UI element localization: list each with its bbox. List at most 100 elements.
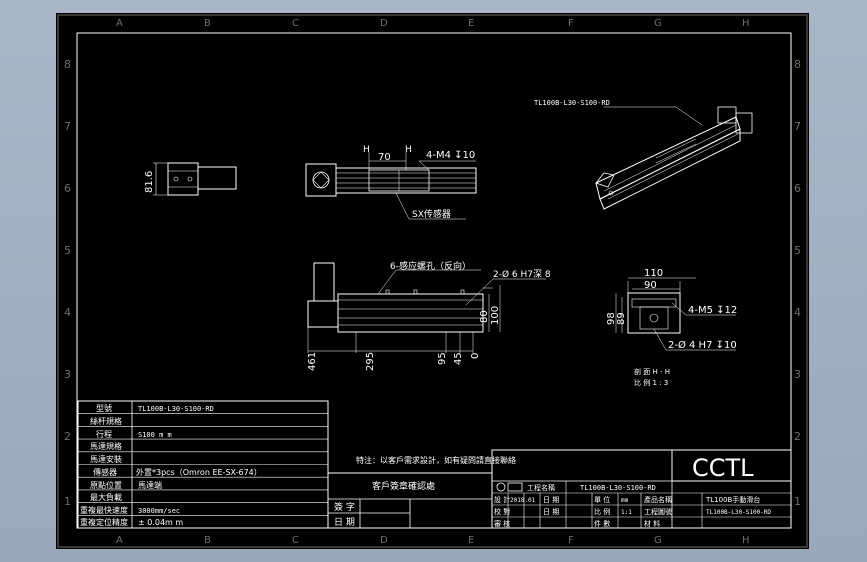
grid-row-left: 1: [64, 495, 71, 508]
spec-row-value: ± 0.04m m: [138, 518, 183, 527]
section-view-dim-89: 89: [616, 312, 627, 325]
inner-border: [76, 32, 792, 529]
outer-border: [57, 14, 808, 548]
material-label: 材 料: [644, 519, 660, 528]
front-view-dim-0: 0: [470, 353, 481, 359]
top-view-end-plate: [305, 163, 337, 197]
grid-row-left: 6: [64, 182, 71, 195]
product-value: TL100B手動滑台: [705, 495, 760, 504]
drawing-no-label: 工程圖號: [644, 507, 672, 516]
title-block-mark-icon: [496, 482, 523, 492]
front-view[interactable]: 6-感应螺孔（反向） 2-Ø 6 H7深 8 80 100 461 295 95…: [307, 260, 551, 371]
spec-row-label: 馬達規格: [90, 441, 122, 451]
date-label: 日 期: [334, 517, 355, 528]
grid-row-left: 2: [64, 430, 71, 443]
spec-row-label: 原點位置: [90, 480, 122, 490]
top-view-dim-70: 70: [378, 152, 391, 163]
grid-col-top: E: [468, 18, 474, 29]
front-view-dim-100: 100: [490, 306, 501, 325]
grid-col-bottom: B: [204, 535, 211, 546]
qty-label: 件 數: [594, 519, 610, 528]
grid-col-bottom: C: [292, 535, 299, 546]
grid-col-bottom: G: [654, 535, 662, 546]
grid-row-right: 5: [794, 244, 801, 257]
section-view-profile: [627, 292, 681, 334]
top-view[interactable]: H 70 H 4-M4 ↧10 SX传感器: [305, 145, 477, 220]
grid-row-right: 4: [794, 306, 801, 319]
end-view-body: [167, 162, 199, 196]
product-label: 產品名稱: [644, 495, 672, 504]
end-view[interactable]: 81.6: [144, 162, 237, 196]
front-view-dim-45: 45: [453, 352, 464, 365]
top-view-section-mark-left: H: [363, 145, 370, 155]
top-view-sensor-callout: SX传感器: [412, 208, 451, 220]
customer-box-title: 客戶簽章確認處: [372, 480, 435, 492]
section-view-dim-110: 110: [644, 268, 663, 279]
section-view-caption: 剖 面 H - H: [634, 367, 670, 376]
sign-label: 簽 字: [334, 501, 355, 513]
grid-row-right: 7: [794, 120, 801, 133]
grid-row-left: 3: [64, 368, 71, 381]
design-label: 設 計: [494, 495, 510, 504]
iso-view-label: TL100B-L30-S100-RD: [534, 99, 610, 107]
iso-view[interactable]: TL100B-L30-S100-RD: [534, 99, 753, 210]
spec-row-label: 行程: [96, 429, 112, 439]
grid-col-bottom: A: [116, 535, 123, 546]
section-view[interactable]: 110 90 98 89 4-M5 ↧12 2-Ø 4 H7 ↧10 剖 面 H…: [606, 268, 737, 387]
spec-row-label: 絲杆規格: [90, 416, 122, 426]
part-number: TL100B-L30-S100-RD: [706, 509, 771, 516]
end-view-motor: [197, 166, 237, 190]
project-value: TL100B-L30-S100-RD: [580, 484, 656, 492]
grid-col-bottom: E: [468, 535, 474, 546]
company-logo: CCTL: [692, 454, 754, 482]
section-view-dim-90: 90: [644, 280, 657, 291]
scale-value: 1:1: [621, 509, 632, 516]
section-view-pin-callout: 2-Ø 4 H7 ↧10: [668, 339, 737, 351]
section-view-dim-98: 98: [606, 312, 617, 325]
project-label: 工程名稱: [527, 483, 555, 492]
front-view-sensor-hole-callout: 6-感应螺孔（反向）: [390, 260, 471, 272]
grid-column-labels: A B C D E F G H A B C D E F G H: [116, 18, 750, 546]
grid-col-bottom: F: [568, 535, 574, 546]
section-view-scale: 比 例 1 : 3: [634, 378, 668, 387]
date2-label: 日 期: [543, 508, 559, 516]
front-view-rail: [337, 293, 484, 333]
spec-row-label: 重複定位精度: [80, 517, 128, 527]
front-view-motor: [313, 262, 335, 302]
check-label: 校 對: [494, 507, 510, 516]
date-value: 2018.01: [510, 497, 536, 504]
front-view-pin-callout: 2-Ø 6 H7深 8: [493, 269, 551, 280]
end-view-height-dim: 81.6: [144, 171, 155, 193]
cad-drawing[interactable]: A B C D E F G H A B C D E F G H 8 7 6 5 …: [56, 13, 809, 549]
date-label: 日 期: [543, 496, 559, 504]
spec-row-label: 型號: [96, 403, 112, 413]
front-view-dim-95: 95: [437, 352, 448, 365]
front-view-dim-295: 295: [365, 352, 376, 371]
grid-col-top: G: [654, 18, 662, 29]
grid-col-top: C: [292, 18, 299, 29]
grid-col-bottom: D: [380, 535, 388, 546]
spec-row-label: 馬達安裝: [90, 454, 122, 464]
customer-sign-box[interactable]: 客戶簽章確認處 簽 字 日 期: [327, 472, 493, 529]
spec-row-label: 傳感器: [93, 467, 117, 477]
section-view-thread-callout: 4-M5 ↧12: [688, 305, 737, 316]
unit-value: mm: [621, 497, 629, 504]
grid-row-labels: 8 7 6 5 4 3 2 1 8 7 6 5 4 3 2 1: [64, 58, 801, 508]
scale-label: 比 例: [594, 507, 610, 516]
cad-viewport[interactable]: A B C D E F G H A B C D E F G H 8 7 6 5 …: [56, 13, 809, 549]
grid-row-right: 8: [794, 58, 801, 71]
spec-row-value: S100 m m: [138, 431, 172, 439]
grid-row-left: 5: [64, 244, 71, 257]
grid-col-top: F: [568, 18, 574, 29]
spec-row-value: 3000mm/sec: [138, 507, 180, 515]
remark-note: 特注：以客戶需求設計，如有疑問請直接聯絡: [356, 455, 516, 465]
top-view-section-mark-right: H: [405, 145, 412, 155]
spec-row-label: 最大負載: [90, 492, 122, 502]
grid-row-right: 1: [794, 495, 801, 508]
title-block[interactable]: CCTL 工程名稱 TL100B-L30-S100-RD 設 計 日 期 201…: [491, 449, 792, 529]
spec-table[interactable]: 型號 TL100B-L30-S100-RD 絲杆規格 行程 S100 m m 馬…: [77, 400, 329, 529]
front-view-dim-80: 80: [479, 310, 490, 323]
grid-row-right: 6: [794, 182, 801, 195]
grid-row-left: 8: [64, 58, 71, 71]
top-view-thread-callout: 4-M4 ↧10: [426, 150, 475, 161]
